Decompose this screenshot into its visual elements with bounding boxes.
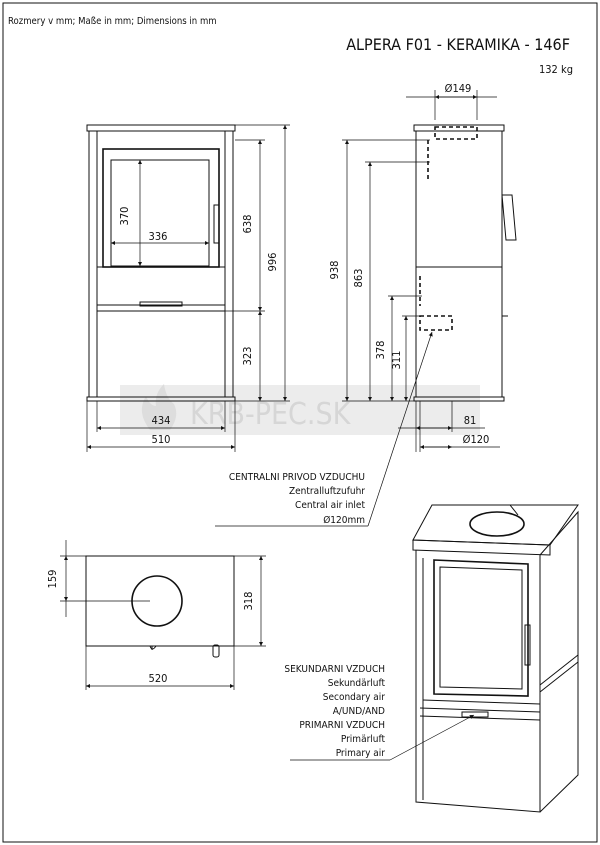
drawing-title: ALPERA F01 - KERAMIKA - 146F bbox=[346, 35, 570, 54]
secondary-primary-callout: SEKUNDARNI VZDUCH Sekundärluft Secondary… bbox=[284, 664, 475, 761]
central-air-callout: CENTRALNI PRIVOD VZDUCHU Zentralluftzufu… bbox=[215, 331, 433, 527]
sec-air-line-1: SEKUNDARNI VZDUCH bbox=[284, 664, 385, 675]
dim-total-width: 510 bbox=[152, 433, 171, 446]
iso-handle bbox=[524, 624, 531, 666]
dim-air-low-height: 311 bbox=[390, 351, 403, 370]
central-air-line-3: Central air inlet bbox=[295, 500, 365, 511]
dim-top-width: 520 bbox=[149, 672, 168, 685]
front-glass bbox=[110, 159, 210, 267]
dim-lower-height: 323 bbox=[241, 347, 254, 366]
dim-side-offset: 81 bbox=[464, 414, 477, 427]
central-air-line-1: CENTRALNI PRIVOD VZDUCHU bbox=[229, 472, 365, 483]
front-base bbox=[86, 396, 236, 402]
flame-icon bbox=[141, 384, 177, 430]
dim-flue-center-height: 938 bbox=[328, 261, 341, 280]
side-body bbox=[415, 130, 503, 398]
dim-total-height: 996 bbox=[266, 253, 279, 272]
side-base bbox=[413, 396, 505, 402]
top-view: 159 318 520 bbox=[46, 540, 266, 690]
sec-air-line-4: A/UND/AND bbox=[333, 706, 385, 717]
watermark-text: KRB-PEC.SK bbox=[190, 397, 352, 432]
central-air-line-4: Ø120mm bbox=[323, 514, 365, 526]
dim-flue-diameter: Ø149 bbox=[445, 82, 472, 95]
central-air-line-2: Zentralluftzufuhr bbox=[289, 486, 365, 497]
sec-air-line-2: Sekundärluft bbox=[328, 678, 386, 689]
iso-top-face bbox=[412, 504, 579, 546]
dim-glass-height: 370 bbox=[118, 207, 131, 226]
front-top-plate bbox=[86, 124, 236, 132]
dim-top-offset: 159 bbox=[46, 570, 59, 589]
dim-upper-height: 638 bbox=[241, 215, 254, 234]
units-note: Rozmery v mm; Maße in mm; Dimensions in … bbox=[8, 16, 217, 27]
dim-air-height: 378 bbox=[374, 341, 387, 360]
side-top-plate bbox=[413, 124, 505, 132]
side-handle bbox=[501, 194, 517, 241]
air-slider bbox=[139, 301, 183, 307]
dim-air-diameter: Ø120 bbox=[463, 433, 490, 446]
sec-air-line-7: Primary air bbox=[336, 748, 386, 759]
top-handle bbox=[212, 644, 220, 658]
dim-glass-width: 336 bbox=[149, 230, 168, 243]
dim-top-depth: 318 bbox=[242, 592, 255, 611]
watermark: KRB-PEC.SK bbox=[120, 384, 480, 435]
iso-door bbox=[433, 559, 529, 697]
flue-outlet bbox=[434, 126, 478, 140]
dim-inner-width: 434 bbox=[152, 414, 171, 427]
iso-flue-opening bbox=[469, 511, 525, 537]
sec-air-line-5: PRIMARNI VZDUCH bbox=[299, 720, 385, 731]
sec-air-line-3: Secondary air bbox=[323, 692, 386, 703]
iso-view bbox=[412, 504, 579, 813]
iso-side-face bbox=[539, 510, 579, 813]
air-inlet bbox=[419, 315, 453, 331]
sec-air-line-6: Primärluft bbox=[341, 734, 386, 745]
dim-side-upper-height: 863 bbox=[352, 269, 365, 288]
weight-label: 132 kg bbox=[539, 63, 573, 76]
door-handle bbox=[213, 204, 220, 244]
side-view: Ø149 938 863 378 311 81 Ø120 bbox=[328, 82, 517, 452]
front-view: 370 336 638 996 323 434 510 bbox=[86, 124, 290, 452]
iso-front-face bbox=[415, 550, 541, 813]
